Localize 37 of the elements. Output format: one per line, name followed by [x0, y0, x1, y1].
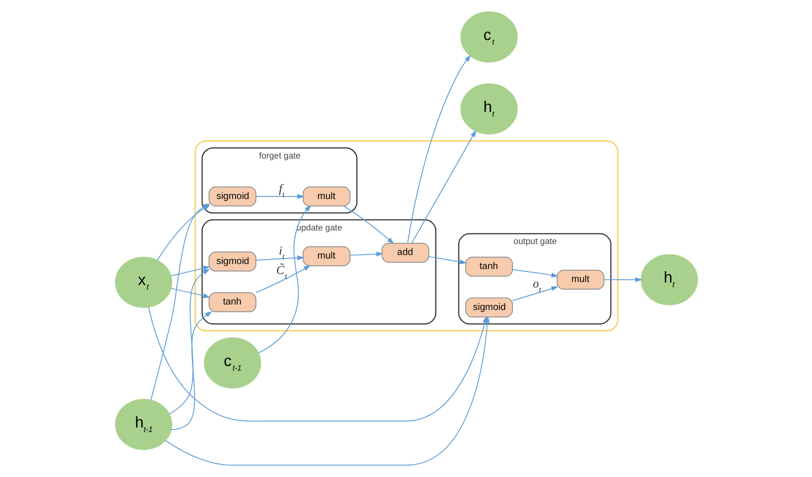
arrow: [168, 268, 210, 414]
arrow: [170, 311, 212, 430]
arrow: [170, 288, 210, 298]
arrow: [349, 252, 383, 256]
node-box: tanh: [208, 292, 256, 312]
arrow: [258, 205, 311, 354]
arrow: [156, 205, 210, 260]
node-box: tanh: [464, 256, 512, 277]
arrow: [603, 277, 642, 282]
edge-label: o$_{t}$: [532, 276, 541, 294]
node-box: sigmoid: [464, 297, 512, 318]
node-ellipse: h$_{t-1}$: [114, 398, 172, 450]
edge-label: i$_{t}$: [278, 244, 284, 262]
edge-label: f$_{t}$: [278, 181, 284, 199]
arrow: [255, 265, 310, 294]
arrow: [342, 206, 394, 244]
arrow: [512, 286, 558, 302]
node-box: mult: [302, 246, 350, 266]
arrow: [148, 306, 487, 422]
arrow: [512, 269, 558, 278]
node-ellipse: x$_{t}$: [114, 256, 172, 308]
node-box: mult: [556, 270, 604, 290]
node-ellipse: h$_{t}$: [640, 254, 698, 306]
arrow: [170, 266, 210, 276]
arrow: [406, 54, 470, 244]
node-ellipse: h$_{t}$: [460, 83, 518, 134]
node-box: sigmoid: [208, 252, 256, 272]
node-box: sigmoid: [208, 186, 256, 206]
arrow: [428, 256, 466, 264]
node-ellipse: c$_{t-1}$: [203, 337, 261, 388]
cluster: [194, 140, 618, 332]
arrow: [410, 130, 476, 244]
edge-label: C̃$_{t}$: [276, 262, 287, 280]
arrow: [255, 255, 304, 261]
node-box: mult: [302, 186, 350, 206]
arrow: [255, 194, 304, 199]
node-box: add: [381, 242, 429, 263]
